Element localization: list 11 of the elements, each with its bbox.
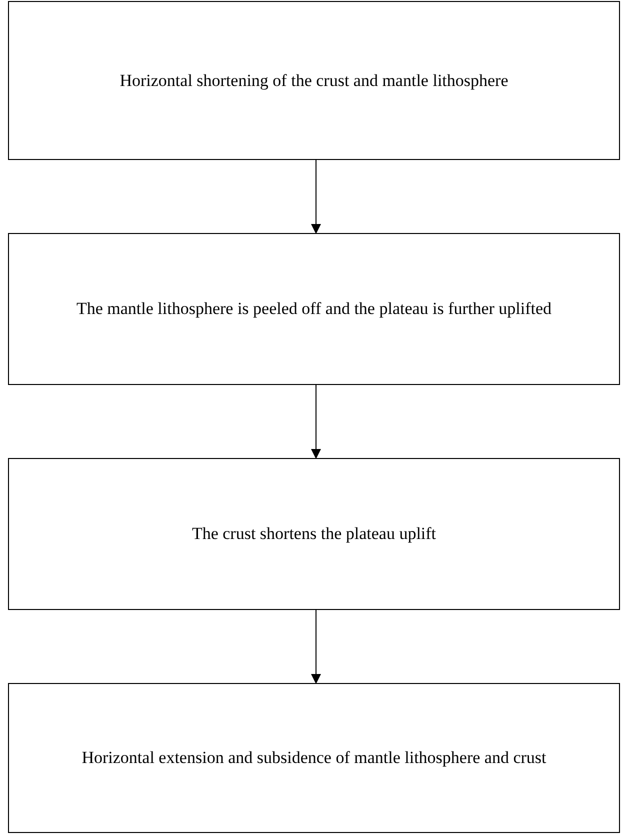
- box-text: Horizontal extension and subsidence of mantle lithosphere and crust: [82, 747, 546, 769]
- arrow: [311, 384, 321, 459]
- process-box: [8, 458, 620, 610]
- box-text: The crust shortens the plateau uplift: [192, 523, 436, 545]
- box-text: Horizontal shortening of the crust and mantle lithosphere: [120, 70, 508, 92]
- arrow: [311, 160, 321, 234]
- arrow: [311, 610, 321, 684]
- process-box: [8, 683, 620, 833]
- process-box: [8, 233, 620, 385]
- process-box: [8, 1, 620, 160]
- box-text: The mantle lithosphere is peeled off and the plateau is further uplifted: [76, 298, 552, 320]
